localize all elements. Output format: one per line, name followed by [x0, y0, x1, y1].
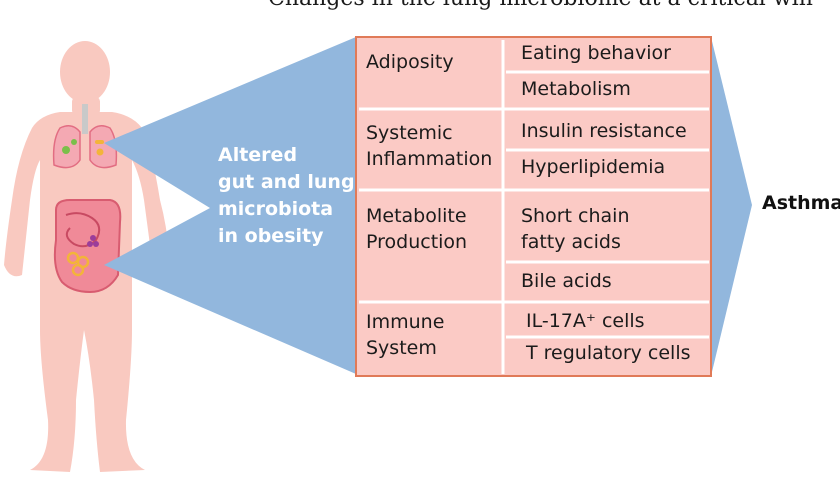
category-label-systemic-line1: Systemic	[366, 122, 453, 144]
page-title-partial: Changes in the lung microbiome at a crit…	[268, 0, 840, 11]
category-label-metabolite-line2: Production	[366, 231, 468, 253]
category-label-immune-line1: Immune	[366, 311, 445, 333]
center-label-line: Altered	[218, 144, 298, 166]
intestine-icon	[53, 199, 122, 294]
item-insulin-resistance: Insulin resistance	[521, 120, 687, 142]
microbiota-wedge	[104, 37, 356, 374]
category-label-metabolite-line1: Metabolite	[366, 205, 467, 227]
outcome-arrow	[711, 37, 752, 376]
category-label-immune-line2: System	[366, 337, 437, 359]
center-label: Altered gut and lung microbiota in obesi…	[218, 142, 368, 250]
item-metabolism: Metabolism	[521, 78, 631, 100]
center-label-line: gut and lung	[218, 171, 355, 193]
item-hyperlipidemia: Hyperlipidemia	[521, 156, 666, 178]
category-label-adiposity: Adiposity	[366, 51, 454, 73]
item-short-chain-line1: Short chain	[521, 205, 630, 227]
item-bile-acids: Bile acids	[521, 270, 612, 292]
item-short-chain-line2: fatty acids	[521, 231, 621, 253]
center-label-line: microbiota	[218, 198, 334, 220]
factor-table	[355, 36, 712, 377]
lungs-icon	[52, 104, 118, 169]
category-label-systemic-line2: Inflammation	[366, 148, 493, 170]
center-label-line: in obesity	[218, 225, 324, 247]
item-eating-behavior: Eating behavior	[521, 42, 671, 64]
item-t-regulatory-cells: T regulatory cells	[526, 342, 691, 364]
outcome-asthma: Asthma	[762, 192, 840, 214]
item-il17a-cells: IL-17A⁺ cells	[526, 310, 645, 332]
